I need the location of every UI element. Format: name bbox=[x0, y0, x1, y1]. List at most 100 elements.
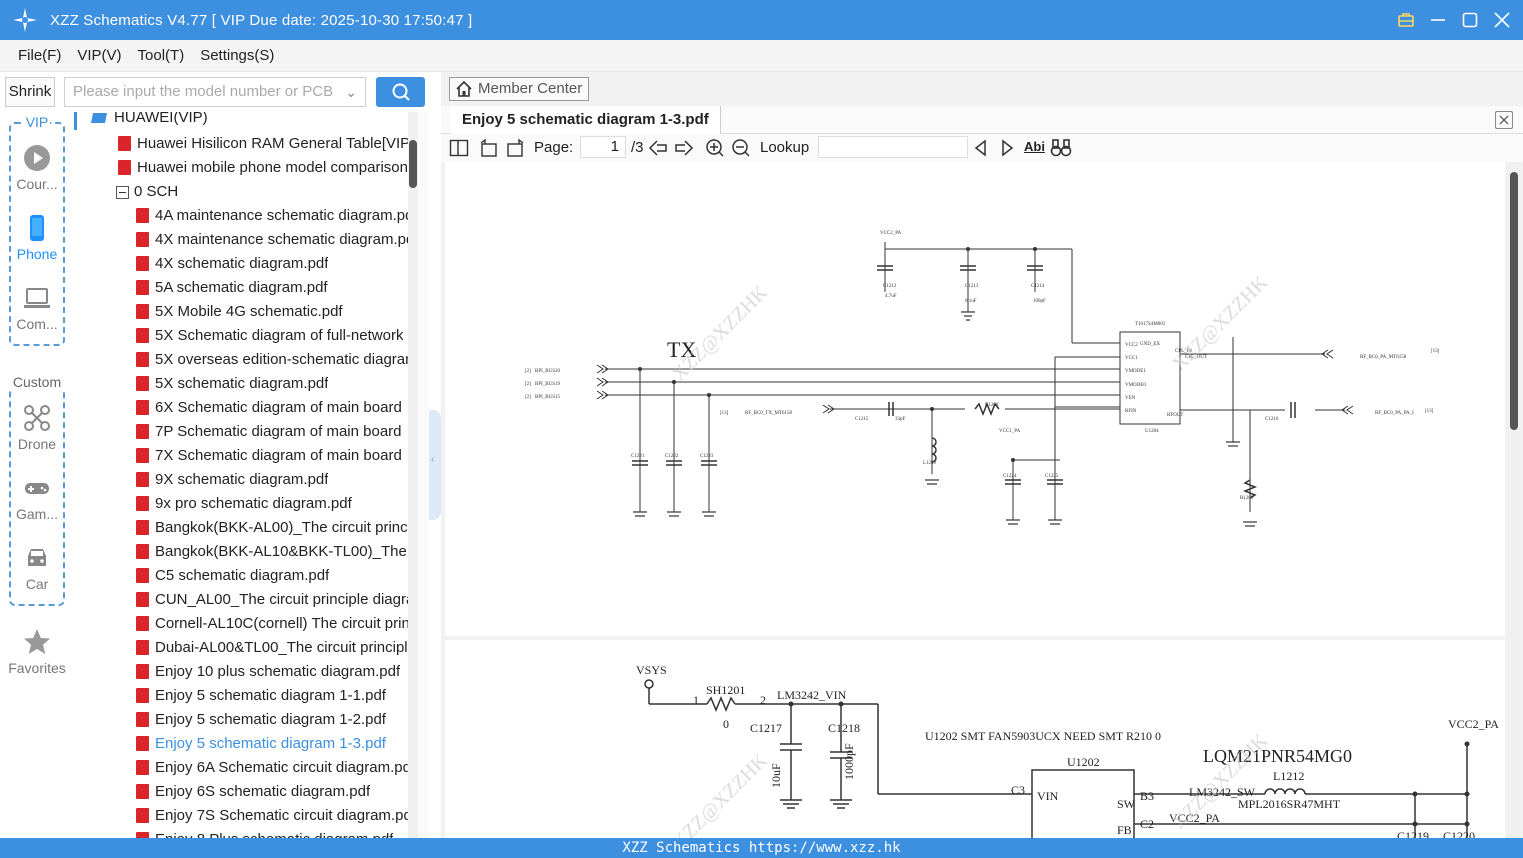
find-next-icon[interactable] bbox=[999, 139, 1015, 157]
menu-file[interactable]: File(F) bbox=[18, 47, 62, 64]
tree-file-item[interactable]: 5X schematic diagram.pdf bbox=[136, 372, 328, 396]
chevron-down-icon[interactable]: ⌄ bbox=[345, 84, 357, 100]
search-icon bbox=[392, 83, 410, 101]
tree-file-item[interactable]: Enjoy 8 Plus schematic diagram.pdf bbox=[136, 828, 393, 838]
schematic-label: 0 bbox=[723, 717, 729, 731]
panel-collapse-handle[interactable]: ‹ bbox=[429, 410, 441, 520]
tree-scroll-thumb[interactable] bbox=[409, 140, 417, 188]
page-scroll-thumb[interactable] bbox=[1510, 172, 1518, 430]
nav-item-games[interactable]: Gam... bbox=[0, 474, 74, 522]
tree-file-item[interactable]: 4A maintenance schematic diagram.pdf bbox=[136, 204, 416, 228]
tree-file-item[interactable]: 6X Schematic diagram of main board bbox=[136, 396, 402, 420]
member-center-button[interactable]: Member Center bbox=[449, 77, 589, 101]
tree-file-item[interactable]: 7X Schematic diagram of main board bbox=[136, 444, 402, 468]
tree-file-item[interactable]: Enjoy 5 schematic diagram 1-2.pdf bbox=[136, 708, 386, 732]
schematic-label: FB bbox=[1117, 823, 1132, 837]
tree-file-item[interactable]: Enjoy 5 schematic diagram 1-1.pdf bbox=[136, 684, 386, 708]
drone-icon bbox=[24, 405, 50, 431]
document-tabs: Enjoy 5 schematic diagram 1-3.pdf bbox=[441, 106, 1523, 134]
next-page-icon[interactable] bbox=[674, 138, 694, 158]
zoom-in-icon[interactable] bbox=[705, 138, 725, 158]
binoculars-icon[interactable] bbox=[1050, 138, 1072, 158]
briefcase-icon[interactable] bbox=[1397, 11, 1415, 29]
minimize-button[interactable] bbox=[1429, 11, 1447, 29]
tree-file-item[interactable]: 5X Mobile 4G schematic.pdf bbox=[136, 300, 343, 324]
tree-file-item[interactable]: 4X schematic diagram.pdf bbox=[136, 252, 328, 276]
play-circle-icon bbox=[24, 145, 50, 171]
schematic-label: 4.7uF bbox=[885, 294, 897, 299]
lookup-input[interactable] bbox=[818, 136, 968, 158]
tab-document[interactable]: Enjoy 5 schematic diagram 1-3.pdf bbox=[451, 106, 721, 134]
tree-file-item[interactable]: Bangkok(BKK-AL10&BKK-TL00)_The circuit bbox=[136, 540, 416, 564]
menu-tool[interactable]: Tool(T) bbox=[137, 47, 185, 64]
pdf-icon bbox=[136, 831, 149, 838]
tree-folder[interactable]: 0 SCH bbox=[116, 180, 178, 204]
schematic-label: CPL_OUT bbox=[1185, 355, 1207, 360]
rotate-right-icon[interactable] bbox=[505, 138, 525, 158]
match-case-icon[interactable]: Abi bbox=[1024, 139, 1045, 154]
tree-file-top-0[interactable]: Huawei Hisilicon RAM General Table[VIP] bbox=[118, 132, 414, 156]
page-number-input[interactable]: 1 bbox=[580, 136, 626, 158]
bus-tag: [13] bbox=[1431, 349, 1440, 354]
schematic-label: 100pF bbox=[1033, 299, 1046, 304]
pdf-icon bbox=[136, 639, 149, 655]
pdf-icon bbox=[136, 375, 149, 391]
close-tab-icon[interactable] bbox=[1495, 111, 1513, 129]
nav-item-drone[interactable]: Drone bbox=[0, 404, 74, 452]
tree-file-item[interactable]: 9x pro schematic diagram.pdf bbox=[136, 492, 352, 516]
tree-file-top-1[interactable]: Huawei mobile phone model comparison bbox=[118, 156, 408, 180]
tree-file-item[interactable]: Cornell-AL10C(cornell) The circuit princ… bbox=[136, 612, 416, 636]
tree-file-item[interactable]: Bangkok(BKK-AL00)_The circuit principle bbox=[136, 516, 416, 540]
shrink-button[interactable]: Shrink bbox=[5, 77, 55, 107]
nav-item-courses[interactable]: Cour... bbox=[0, 144, 74, 192]
search-button[interactable] bbox=[376, 77, 425, 107]
pdf-icon bbox=[136, 615, 149, 631]
tree-file-item[interactable]: Enjoy 7S Schematic circuit diagram.pdf bbox=[136, 804, 416, 828]
tree-file-item[interactable]: Enjoy 5 schematic diagram 1-3.pdf bbox=[136, 732, 386, 756]
schematic-drawing-top: TX VCC2_PAC1212C1213C12144.7uF0.1uF100pF… bbox=[525, 231, 1440, 527]
rotate-left-icon[interactable] bbox=[479, 138, 499, 158]
menu-vip[interactable]: VIP(V) bbox=[77, 47, 122, 64]
sidebar-toggle-icon[interactable] bbox=[449, 138, 469, 158]
schematic-label: BPI_BUS20 bbox=[535, 369, 561, 374]
menu-settings[interactable]: Settings(S) bbox=[200, 47, 275, 64]
tree-file-item[interactable]: 4X maintenance schematic diagram.pdf bbox=[136, 228, 416, 252]
schematic-label: L1209 bbox=[923, 461, 937, 466]
prev-page-icon[interactable] bbox=[648, 138, 668, 158]
tree-file-item[interactable]: Dubai-AL00&TL00_The circuit principle bbox=[136, 636, 416, 660]
tree-file-item[interactable]: Enjoy 10 plus schematic diagram.pdf bbox=[136, 660, 400, 684]
close-button[interactable] bbox=[1493, 11, 1511, 29]
tree-file-item[interactable]: 5X Schematic diagram of full-network bbox=[136, 324, 403, 348]
page-scrollbar[interactable] bbox=[1507, 162, 1521, 838]
nav-item-favorites[interactable]: Favorites bbox=[0, 628, 74, 676]
collapse-icon[interactable] bbox=[116, 185, 129, 199]
tree-file-item[interactable]: Enjoy 6A Schematic circuit diagram.pdf bbox=[136, 756, 415, 780]
tree-file-item[interactable]: 5A schematic diagram.pdf bbox=[136, 276, 328, 300]
pdf-icon bbox=[136, 711, 149, 727]
schematic-label: C1221 bbox=[631, 454, 645, 459]
tree-file-item[interactable]: 7P Schematic diagram of main board bbox=[136, 420, 402, 444]
nav-item-car[interactable]: Car bbox=[0, 544, 74, 592]
watermark-4: XZZ@XZZHK bbox=[1168, 729, 1272, 833]
tree-file-item[interactable]: 5X overseas edition-schematic diagram bbox=[136, 348, 416, 372]
schematic-label: 33pF bbox=[895, 417, 906, 422]
tree-root[interactable]: HUAWEI(VIP) bbox=[90, 112, 208, 130]
pdf-toolbar: Page: 1 /3 Lookup Abi bbox=[441, 134, 1523, 162]
tree-file-item[interactable]: 9X schematic diagram.pdf bbox=[136, 468, 328, 492]
schematic-label: VCC2 bbox=[1125, 343, 1138, 348]
tree-file-item[interactable]: C5 schematic diagram.pdf bbox=[136, 564, 329, 588]
status-bar: XZZ Schematics https://www.xzz.hk bbox=[0, 838, 1523, 858]
maximize-button[interactable] bbox=[1461, 11, 1479, 29]
tx-label: TX bbox=[667, 337, 696, 362]
tree-file-item[interactable]: Enjoy 6S schematic diagram.pdf bbox=[136, 780, 370, 804]
schematic-label: U1202 SMT FAN5903UCX NEED SMT R210 0 bbox=[925, 729, 1161, 743]
tree-file-item[interactable]: CUN_AL00_The circuit principle diagram bbox=[136, 588, 416, 612]
find-prev-icon[interactable] bbox=[973, 139, 989, 157]
nav-item-computer[interactable]: Com... bbox=[0, 284, 74, 332]
zoom-out-icon[interactable] bbox=[731, 138, 751, 158]
nav-item-phone[interactable]: Phone bbox=[0, 214, 74, 262]
search-input[interactable]: Please input the model number or PCB ⌄ bbox=[64, 77, 366, 107]
tree-scrollbar[interactable] bbox=[408, 112, 418, 838]
